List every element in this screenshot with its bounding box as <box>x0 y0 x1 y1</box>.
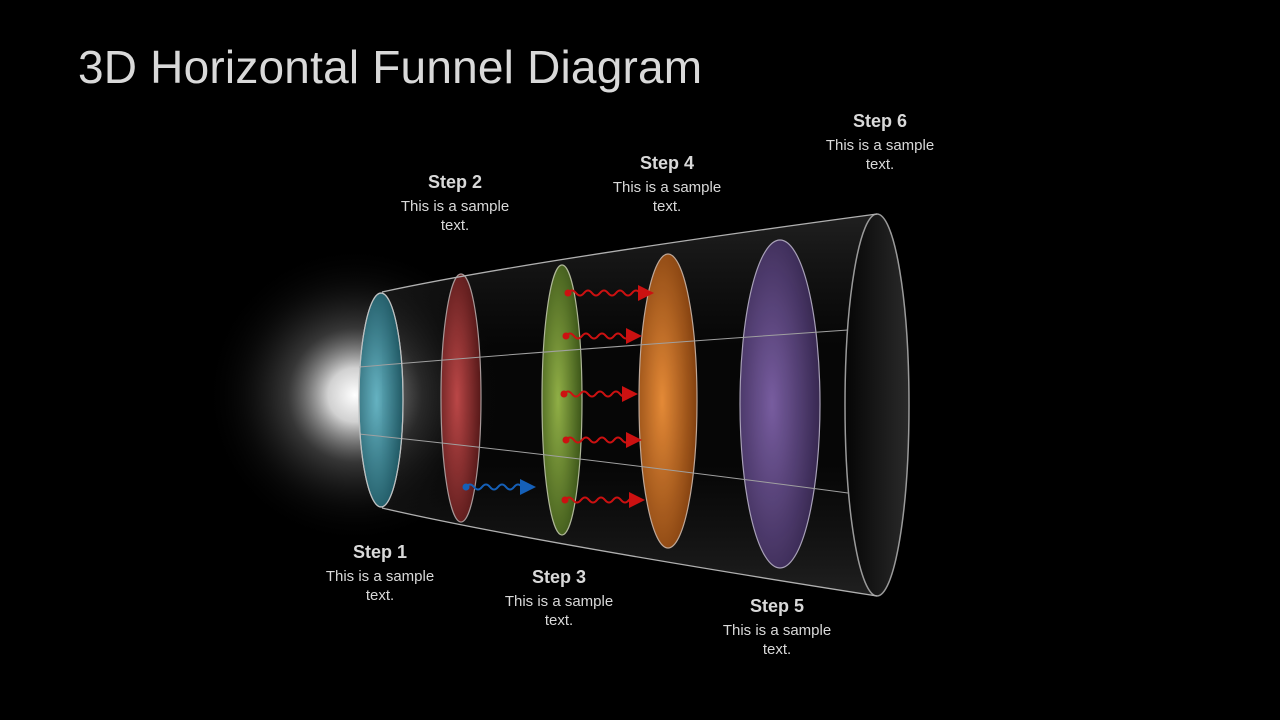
step-6-label: Step 6 This is a sample text. <box>820 111 940 174</box>
disc-step-6 <box>845 214 909 596</box>
disc-step-4 <box>639 254 697 548</box>
step-3-text: This is a sample text. <box>499 592 619 630</box>
step-2-text: This is a sample text. <box>395 197 515 235</box>
step-1-label: Step 1 This is a sample text. <box>320 542 440 605</box>
step-2-label: Step 2 This is a sample text. <box>395 172 515 235</box>
disc-step-5 <box>740 240 820 568</box>
disc-step-2 <box>441 274 481 522</box>
disc-step-3 <box>542 265 582 535</box>
step-2-title: Step 2 <box>395 172 515 193</box>
step-5-label: Step 5 This is a sample text. <box>717 596 837 659</box>
step-3-label: Step 3 This is a sample text. <box>499 567 619 630</box>
step-4-title: Step 4 <box>607 153 727 174</box>
step-4-text: This is a sample text. <box>607 178 727 216</box>
step-5-text: This is a sample text. <box>717 621 837 659</box>
step-6-title: Step 6 <box>820 111 940 132</box>
step-5-title: Step 5 <box>717 596 837 617</box>
step-4-label: Step 4 This is a sample text. <box>607 153 727 216</box>
step-1-text: This is a sample text. <box>320 567 440 605</box>
step-3-title: Step 3 <box>499 567 619 588</box>
step-6-text: This is a sample text. <box>820 136 940 174</box>
step-1-title: Step 1 <box>320 542 440 563</box>
